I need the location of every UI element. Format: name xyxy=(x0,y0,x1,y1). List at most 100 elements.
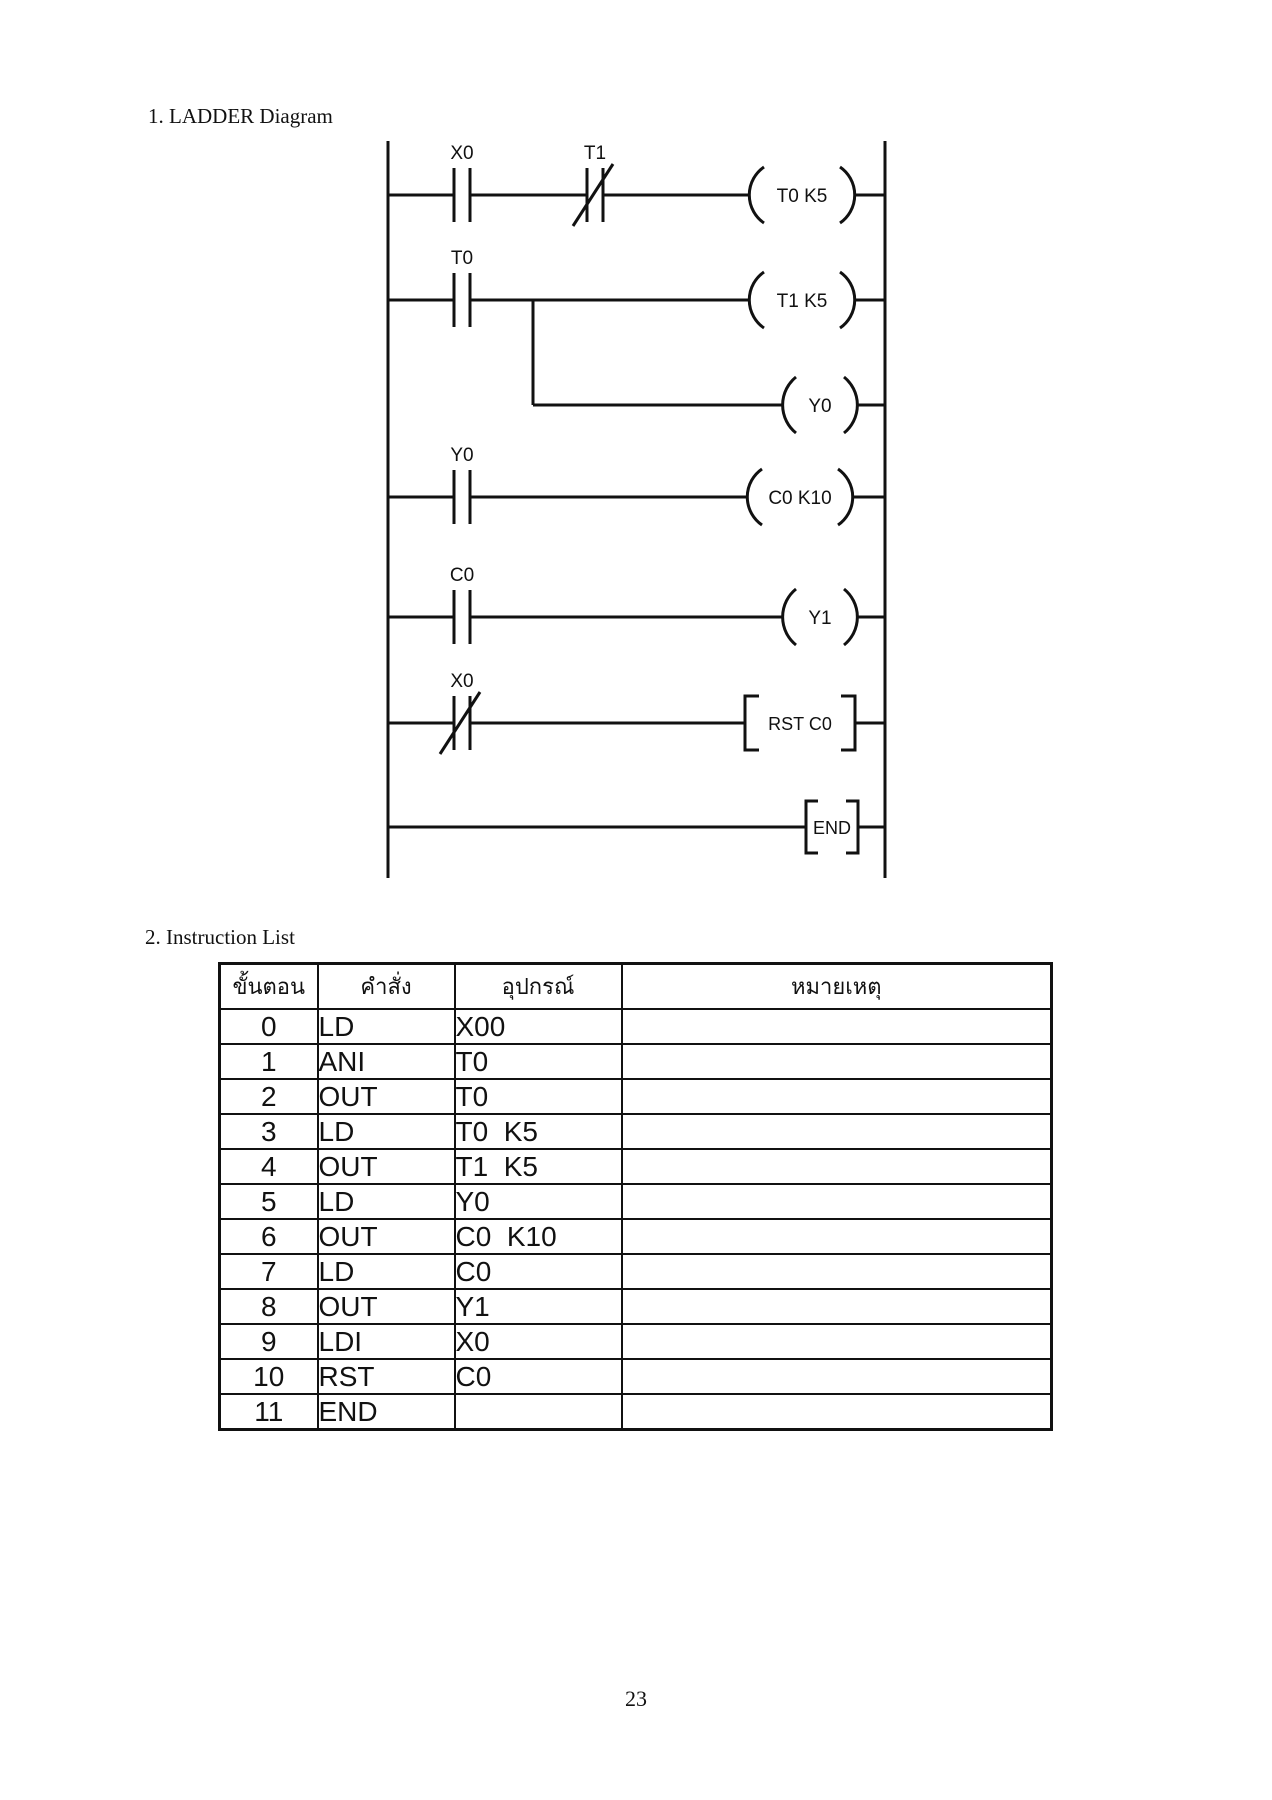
cell-step: 6 xyxy=(218,1218,319,1255)
cell-command: LDI xyxy=(316,1323,456,1360)
bracket-left xyxy=(804,799,818,855)
cell-device: T0 xyxy=(453,1043,623,1080)
cell-device xyxy=(453,1393,623,1431)
bracket-left xyxy=(743,694,759,752)
cell-device: C0 K10 xyxy=(453,1218,623,1255)
contact-label: T1 xyxy=(584,143,606,164)
cell-step: 10 xyxy=(218,1358,319,1395)
coil-left-arc xyxy=(747,165,765,225)
cell-remark xyxy=(620,1358,1053,1395)
cell-command: LD xyxy=(316,1113,456,1150)
section1-title: 1. LADDER Diagram xyxy=(148,104,333,128)
table-header-row: ขั้นตอน คำสั่ง อุปกรณ์ หมายเหตุ xyxy=(218,962,1053,1010)
cell-remark xyxy=(620,1218,1053,1255)
ladder-rung: Y0 C0 K10 xyxy=(388,445,885,527)
coil-left-arc xyxy=(747,270,765,330)
cell-remark xyxy=(620,1253,1053,1290)
header-device: อุปกรณ์ xyxy=(453,962,623,1010)
header-remark: หมายเหตุ xyxy=(620,962,1053,1010)
ladder-rung: END xyxy=(388,799,885,855)
cell-remark xyxy=(620,1323,1053,1360)
instruction-label: END xyxy=(813,818,851,838)
ladder-rung: T0 T1 K5 xyxy=(388,248,885,405)
header-step: ขั้นตอน xyxy=(218,962,319,1010)
cell-step: 2 xyxy=(218,1078,319,1115)
coil-left-arc xyxy=(781,587,797,647)
cell-step: 4 xyxy=(218,1148,319,1185)
cell-command: RST xyxy=(316,1358,456,1395)
coil-right-arc xyxy=(837,467,855,527)
cell-device: Y0 xyxy=(453,1183,623,1220)
cell-remark xyxy=(620,1043,1053,1080)
cell-step: 5 xyxy=(218,1183,319,1220)
cell-step: 3 xyxy=(218,1113,319,1150)
cell-remark xyxy=(620,1183,1053,1220)
cell-device: C0 xyxy=(453,1253,623,1290)
section2-title: 2. Instruction List xyxy=(145,925,295,949)
cell-command: ANI xyxy=(316,1043,456,1080)
cell-device: T0 xyxy=(453,1078,623,1115)
cell-remark xyxy=(620,1393,1053,1431)
cell-command: LD xyxy=(316,1253,456,1290)
cell-command: LD xyxy=(316,1008,456,1045)
cell-step: 11 xyxy=(218,1393,319,1431)
header-command: คำสั่ง xyxy=(316,962,456,1010)
cell-remark xyxy=(620,1078,1053,1115)
coil-label: T1 K5 xyxy=(777,291,828,312)
coil-left-arc xyxy=(745,467,763,527)
cell-remark xyxy=(620,1113,1053,1150)
coil-left-arc xyxy=(781,375,797,435)
cell-step: 1 xyxy=(218,1043,319,1080)
cell-remark xyxy=(620,1148,1053,1185)
cell-step: 8 xyxy=(218,1288,319,1325)
cell-command: END xyxy=(316,1393,456,1431)
coil-label: Y0 xyxy=(808,396,831,417)
cell-command: OUT xyxy=(316,1288,456,1325)
cell-command: LD xyxy=(316,1183,456,1220)
cell-command: OUT xyxy=(316,1148,456,1185)
coil-right-arc xyxy=(843,587,859,647)
cell-device: C0 xyxy=(453,1358,623,1395)
cell-step: 7 xyxy=(218,1253,319,1290)
contact-label: X0 xyxy=(450,143,473,164)
contact-label: X0 xyxy=(450,671,473,692)
cell-device: Y1 xyxy=(453,1288,623,1325)
cell-command: OUT xyxy=(316,1218,456,1255)
bracket-right xyxy=(841,694,857,752)
cell-remark xyxy=(620,1288,1053,1325)
cell-device: X0 xyxy=(453,1323,623,1360)
coil-label: Y1 xyxy=(808,608,831,629)
contact-label: C0 xyxy=(450,565,474,586)
coil-label: C0 K10 xyxy=(768,488,831,509)
coil-label: T0 K5 xyxy=(777,186,828,207)
cell-step: 0 xyxy=(218,1008,319,1045)
ladder-rails xyxy=(386,141,887,878)
coil-right-arc xyxy=(843,375,859,435)
ladder-rung: X0 T1 T0 K5 xyxy=(388,143,885,227)
contact-label: T0 xyxy=(451,248,473,269)
page-number: 23 xyxy=(625,1686,647,1711)
coil-right-arc xyxy=(839,270,857,330)
cell-command: OUT xyxy=(316,1078,456,1115)
instruction-label: RST C0 xyxy=(768,714,832,734)
cell-step: 9 xyxy=(218,1323,319,1360)
cell-remark xyxy=(620,1008,1053,1045)
coil-right-arc xyxy=(839,165,857,225)
contact-label: Y0 xyxy=(450,445,473,466)
